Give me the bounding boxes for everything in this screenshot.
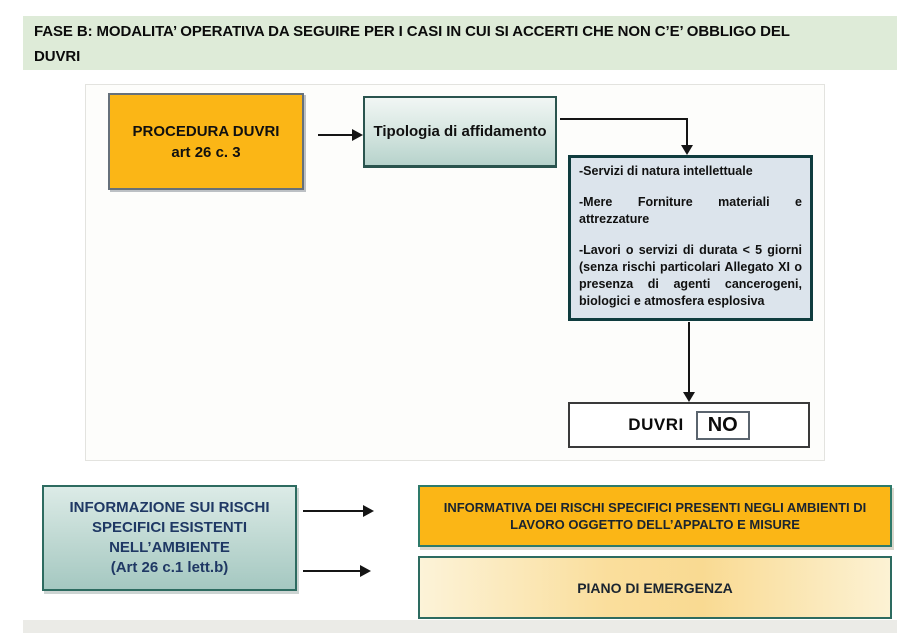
duvri-no-badge: NO — [695, 410, 750, 440]
duvri-label: DUVRI — [628, 415, 684, 434]
arrow-criteria-to-duvri — [683, 322, 695, 402]
criteria-item-lavori: -Lavori o servizi di durata < 5 giorni (… — [579, 243, 802, 308]
arrow-procedura-to-tipologia — [318, 129, 363, 141]
duvri-result-box: DUVRI NO — [568, 402, 810, 448]
page-title: FASE B: MODALITA’ OPERATIVA DA SEGUIRE P… — [23, 16, 897, 70]
criteria-item-forniture: -Mere Forniture materiali e attrezzature — [579, 195, 802, 226]
tipologia-affidamento-box: Tipologia di affidamento — [363, 96, 557, 168]
bottom-divider-strip — [23, 620, 897, 633]
piano-emergenza-box: PIANO DI EMERGENZA — [418, 556, 892, 619]
criteria-item-servizi: -Servizi di natura intellettuale — [579, 164, 753, 178]
arrow-info-to-piano — [303, 565, 371, 577]
arrow-elbow-down-to-criteria — [681, 118, 693, 155]
procedura-duvri-box: PROCEDURA DUVRI art 26 c. 3 — [108, 93, 304, 190]
criteria-list-box: -Servizi di natura intellettuale -Mere F… — [568, 155, 813, 321]
informazione-rischi-box: INFORMAZIONE SUI RISCHI SPECIFICI ESISTE… — [42, 485, 297, 591]
arrow-info-to-informativa — [303, 505, 374, 517]
arrow-elbow-horizontal — [560, 118, 688, 120]
informativa-rischi-box: INFORMATIVA DEI RISCHI SPECIFICI PRESENT… — [418, 485, 892, 547]
